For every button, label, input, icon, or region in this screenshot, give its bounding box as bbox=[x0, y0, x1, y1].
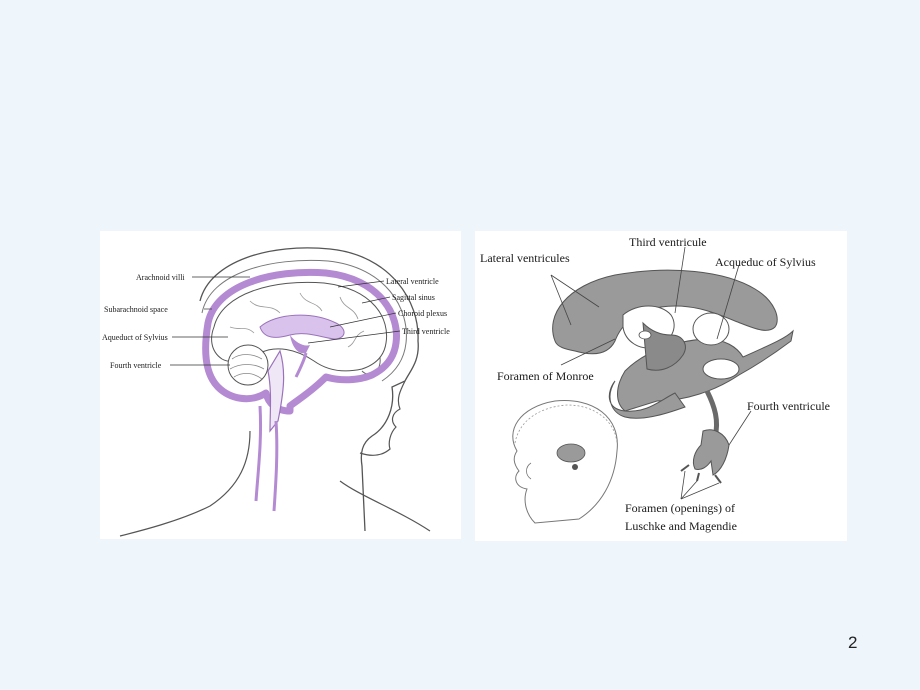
label-arachnoid-villi: Arachnoid villi bbox=[136, 273, 185, 282]
child-head-inset bbox=[512, 399, 618, 524]
label-foramen-openings-line2: Luschke and Magendie bbox=[625, 519, 737, 533]
lateral-ventricle bbox=[259, 314, 345, 340]
label-subarachnoid-space: Subarachnoid space bbox=[104, 305, 168, 314]
skull bbox=[201, 259, 407, 382]
temporal-horn bbox=[608, 380, 686, 419]
subarachnoid-csf-band bbox=[202, 268, 400, 415]
label-fourth-ventricle: Fourth ventricle bbox=[110, 361, 162, 370]
luschke-magendie-openings bbox=[680, 464, 722, 484]
csf-head-diagram: Arachnoid villi Subarachnoid space Aqued… bbox=[100, 231, 461, 539]
right-leader-lines bbox=[550, 246, 752, 500]
fourth-ventricle-shape bbox=[692, 429, 730, 476]
label-aqueduct-of-sylvius: Aqueduct of Sylvius bbox=[102, 333, 168, 342]
label-sagittal-sinus: Sagittal sinus bbox=[392, 293, 435, 302]
spinal-csf bbox=[254, 405, 279, 512]
label-foramen-of-monroe: Foramen of Monroe bbox=[497, 369, 594, 383]
label-lateral-ventricle: Lateral ventricle bbox=[386, 277, 439, 286]
neck bbox=[119, 430, 251, 537]
massa-intermedia bbox=[692, 312, 730, 346]
label-fourth-ventricule: Fourth ventricule bbox=[747, 399, 830, 413]
label-choroid-plexus: Choroid plexus bbox=[398, 309, 448, 318]
posterior-opening bbox=[702, 358, 740, 380]
label-acqueduc-of-sylvius: Acqueduc of Sylvius bbox=[715, 255, 816, 269]
lateral-ventricle-shape bbox=[552, 269, 778, 355]
leader-lines bbox=[170, 276, 401, 366]
ventricles-illustration bbox=[512, 246, 794, 524]
third-ventricle-body bbox=[642, 321, 686, 371]
page-number: 2 bbox=[848, 633, 858, 652]
gyri bbox=[229, 292, 365, 348]
foramen-monroe-opening bbox=[638, 330, 652, 340]
label-third-ventricle: Third ventricle bbox=[402, 327, 450, 336]
face-profile bbox=[359, 380, 406, 456]
scalp-outline bbox=[199, 247, 419, 532]
head-illustration bbox=[119, 247, 431, 537]
ventricular-system-diagram: Third ventricule Lateral ventricules Acq… bbox=[475, 231, 847, 541]
shoulder bbox=[339, 480, 431, 532]
label-foramen-openings-line1: Foramen (openings) of bbox=[625, 501, 735, 515]
cerebellum bbox=[227, 344, 269, 386]
label-third-ventricule: Third ventricule bbox=[629, 235, 707, 249]
label-lateral-ventricules: Lateral ventricules bbox=[480, 251, 570, 265]
third-ventricle bbox=[290, 335, 310, 354]
brainstem bbox=[267, 349, 285, 433]
aqueduct bbox=[294, 352, 308, 378]
